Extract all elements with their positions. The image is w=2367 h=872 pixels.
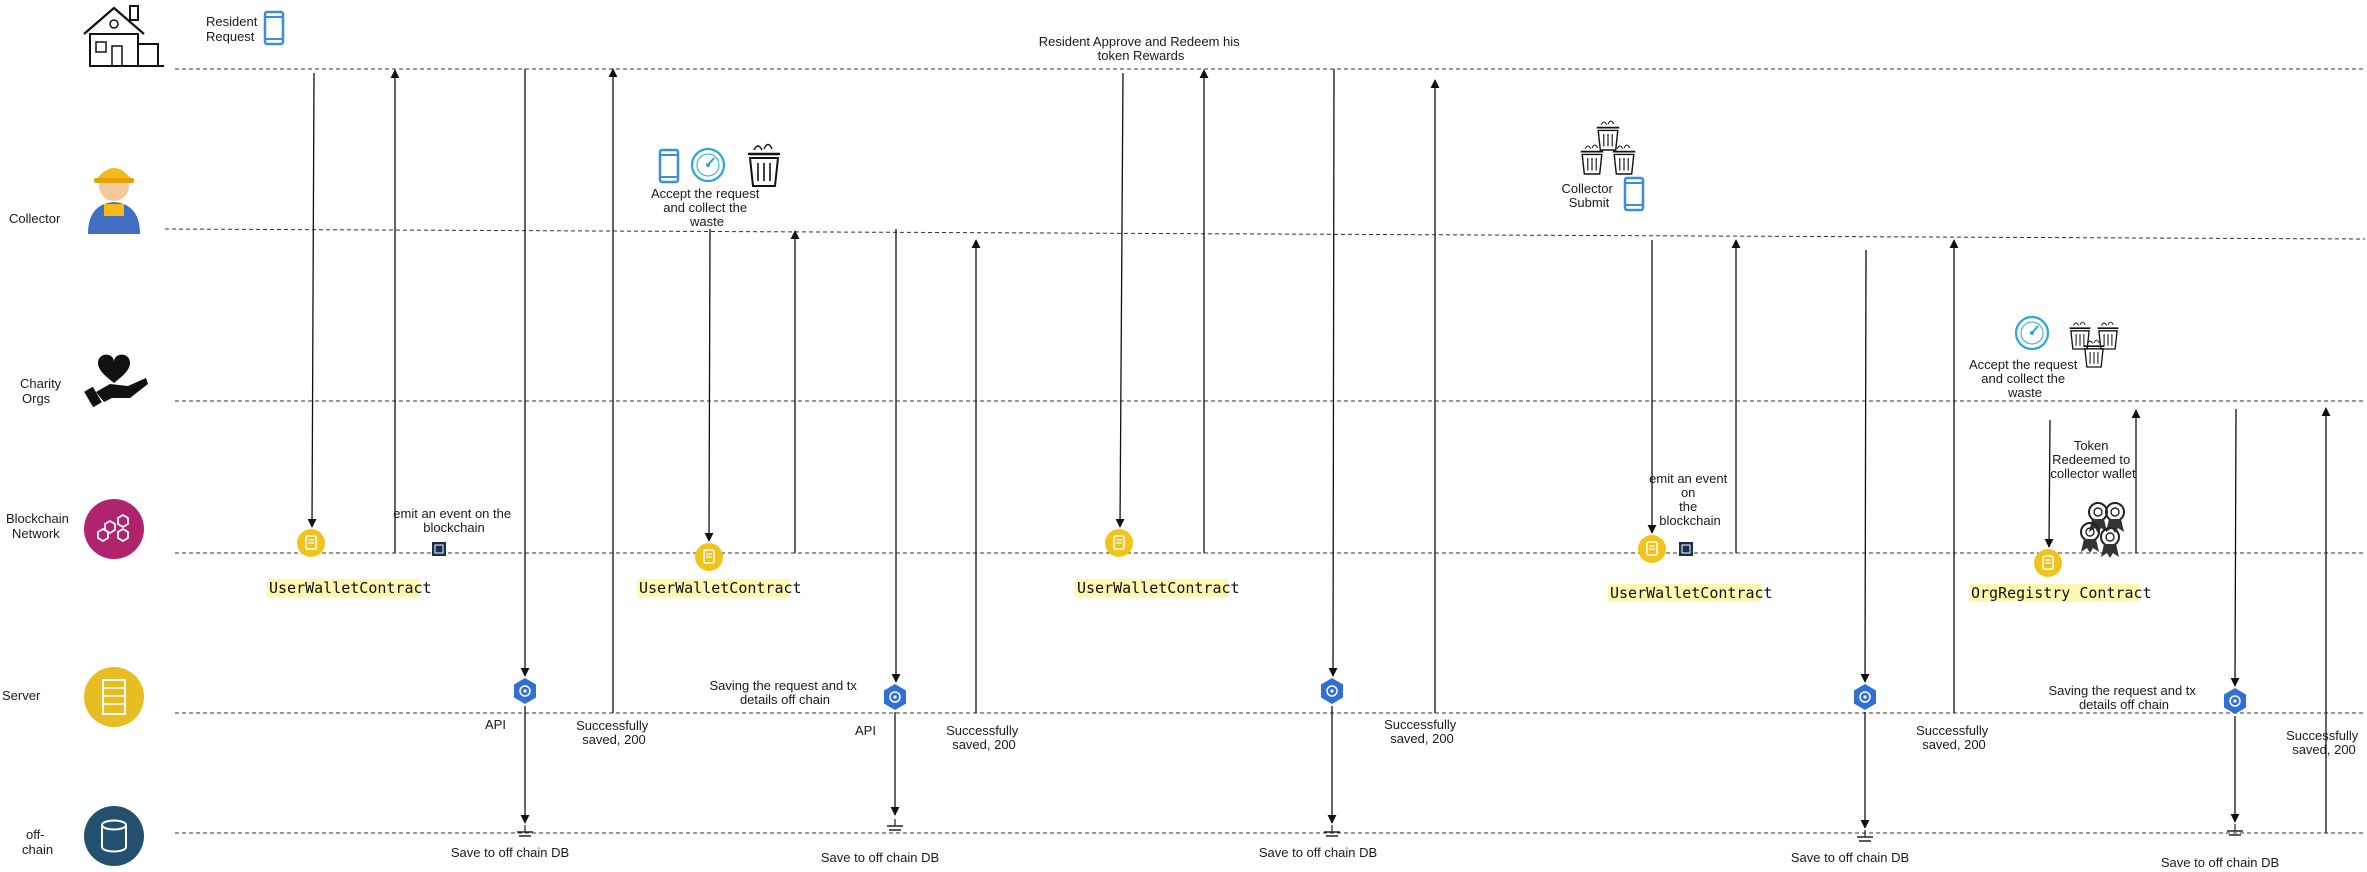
api-node-icon	[1853, 683, 1877, 711]
db-save-icon	[1856, 829, 1874, 842]
lane-label-blockchain: Blockchain Network	[6, 511, 73, 541]
emit-event-label-1: emit an event on the blockchain	[393, 506, 514, 535]
api-node-icon	[883, 683, 907, 711]
saved-200-label: Successfully saved, 200	[576, 718, 652, 747]
waste-bin-icon	[746, 143, 782, 188]
saving-request-label-2: Saving the request and tx details off ch…	[2048, 683, 2199, 712]
database-icon	[84, 806, 144, 866]
flow-arrow	[307, 72, 317, 528]
collector-worker-icon	[88, 168, 140, 234]
accept-collect-label-2: Accept the request and collect the waste	[1969, 357, 2081, 400]
accept-collect-label-1: Accept the request and collect the waste	[651, 186, 763, 229]
contract-label-3: UserWalletContract	[1077, 579, 1240, 597]
lane-label-server: Server	[2, 688, 41, 703]
contract-highlight	[267, 579, 420, 597]
saved-200-label: Successfully saved, 200	[946, 723, 1022, 752]
gauge-icon	[690, 147, 726, 183]
resident-approve-label: Resident Approve and Redeem his token Re…	[1039, 34, 1244, 63]
contract-label-5: OrgRegistry Contract	[1971, 584, 2152, 602]
blockchain-network-icon	[84, 499, 144, 559]
contract-highlight	[1608, 584, 1761, 602]
lane-label-offchain: off- chain	[22, 827, 53, 857]
api-node-icon	[2223, 687, 2247, 715]
api-node-icon	[1320, 677, 1344, 705]
award-badges-icon	[2080, 502, 2125, 559]
contract-node-icon	[1637, 534, 1667, 564]
flow-arrow	[1860, 249, 1870, 683]
save-db-label: Save to off chain DB	[2161, 855, 2279, 870]
api-label: API	[485, 717, 506, 732]
house-icon	[83, 5, 164, 67]
flow-arrow	[704, 228, 714, 542]
db-save-icon	[516, 824, 534, 837]
saved-200-label: Successfully saved, 200	[1916, 723, 1992, 752]
contract-node-icon	[694, 542, 724, 572]
saving-request-label-1: Saving the request and tx details off ch…	[709, 678, 860, 707]
flow-arrow	[2230, 408, 2240, 687]
contract-label-1: UserWalletContract	[269, 579, 432, 597]
save-db-label: Save to off chain DB	[451, 845, 569, 860]
phone-icon	[658, 148, 680, 184]
contract-label-2: UserWalletContract	[639, 579, 802, 597]
token-redeemed-label: Token Redeemed to collector wallet	[2050, 438, 2136, 481]
flow-arrow	[1328, 68, 1338, 677]
emit-event-label-2: emit an event on the blockchain	[1649, 471, 1731, 528]
save-db-label: Save to off chain DB	[1791, 850, 1909, 865]
lane-label-collector: Collector	[9, 211, 61, 226]
db-save-icon	[1323, 824, 1341, 837]
charity-heart-hand-icon	[84, 354, 148, 408]
resident-request-label: Resident Request	[206, 14, 261, 44]
event-chip-icon	[431, 541, 447, 557]
flow-arrow	[2044, 419, 2054, 548]
event-chip-icon	[1678, 541, 1694, 557]
saved-200-label: Successfully saved, 200	[2286, 728, 2362, 757]
lane-label-charity: Charity Orgs	[20, 376, 65, 406]
save-db-label: Save to off chain DB	[821, 850, 939, 865]
contract-highlight	[1075, 579, 1228, 597]
phone-icon	[263, 10, 285, 46]
server-icon	[84, 667, 144, 727]
flow-arrow	[1115, 72, 1125, 528]
contract-node-icon	[2033, 548, 2063, 578]
waste-bins-group-icon	[1579, 120, 1637, 175]
saved-200-label: Successfully saved, 200	[1384, 717, 1460, 746]
db-save-icon	[886, 818, 904, 831]
collector-submit-label: Collector Submit	[1562, 181, 1617, 210]
contract-highlight	[637, 579, 790, 597]
api-node-icon	[513, 677, 537, 705]
contract-node-icon	[1104, 528, 1134, 558]
contract-highlight	[1969, 584, 2139, 602]
contract-label-4: UserWalletContract	[1610, 584, 1773, 602]
api-label: API	[855, 723, 876, 738]
phone-icon	[1623, 176, 1645, 212]
contract-node-icon	[296, 528, 326, 558]
gauge-icon	[2014, 315, 2050, 351]
save-db-label: Save to off chain DB	[1259, 845, 1377, 860]
